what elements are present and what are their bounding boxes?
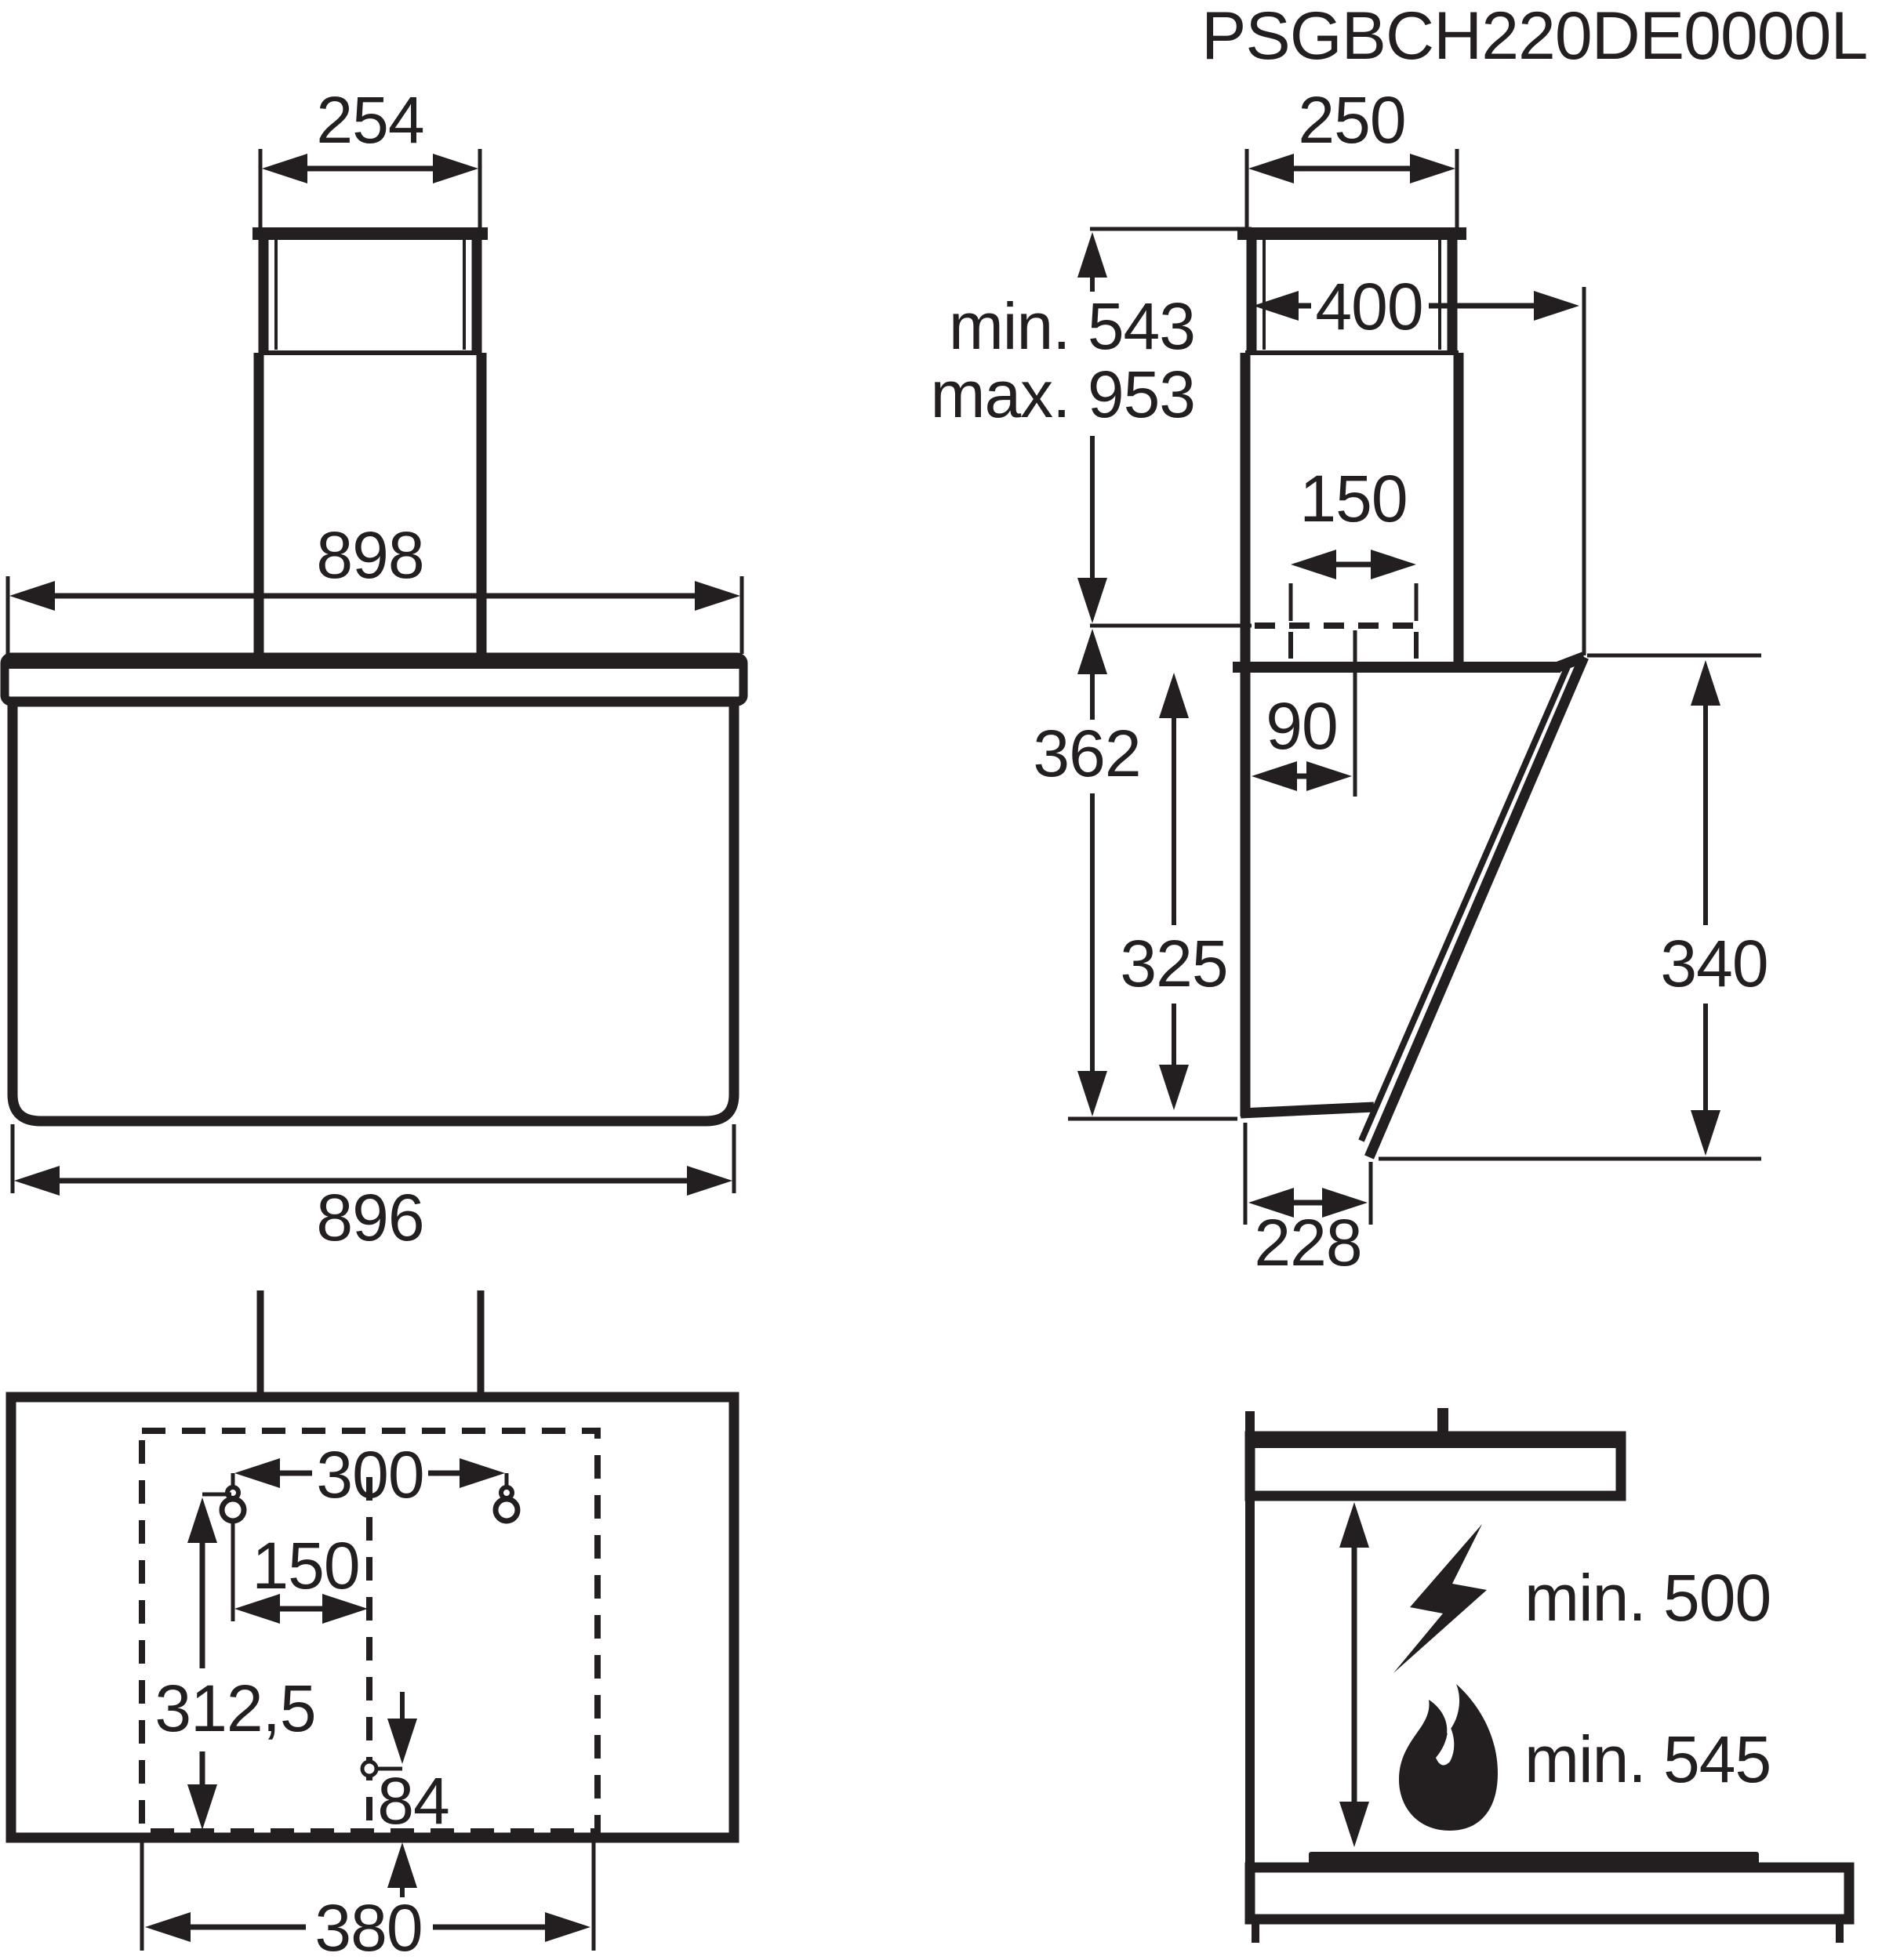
arrowhead <box>1371 550 1416 579</box>
dim-body-width: 896 <box>10 1124 736 1254</box>
arrowhead <box>1077 629 1107 674</box>
front-hood-body <box>0 652 748 1127</box>
arrowhead <box>14 1166 60 1196</box>
model-number-label: PSGBCH220DE0000L <box>1201 0 1867 74</box>
dim-template-width: 380 <box>140 1842 596 1960</box>
arrowhead <box>234 1594 280 1624</box>
glass-front-outer <box>1364 655 1589 1160</box>
arrowhead <box>1077 578 1107 623</box>
side-view: 250 min. 543 max. 953 4 <box>930 83 1768 1279</box>
front-chimney <box>253 227 488 659</box>
duct-width-label: 150 <box>1299 462 1407 535</box>
arrowhead <box>187 1784 217 1830</box>
template-dashed-area <box>139 1428 601 1835</box>
body-height-label: 325 <box>1120 927 1227 1000</box>
hood-silhouette <box>1244 1408 1626 1501</box>
dim-clearance-arrow <box>1339 1502 1369 1847</box>
keyhole-icon-left <box>219 1485 247 1524</box>
dim-bottom-depth: 228 <box>1243 1123 1373 1279</box>
arrowhead <box>1339 1502 1369 1548</box>
dim-rear-height: 362 <box>1033 629 1237 1121</box>
arrowhead <box>1248 154 1294 183</box>
dim-telescope-height: min. 543 max. 953 <box>930 227 1252 628</box>
front-view: 254 898 <box>0 83 748 1254</box>
duct-front-offset-label: 90 <box>1266 689 1337 763</box>
screw-spacing-label: 300 <box>316 1438 423 1512</box>
arrowhead <box>1159 1065 1189 1110</box>
arrowhead <box>1339 1802 1369 1847</box>
dim-screw-to-center: 150 <box>231 1523 368 1624</box>
telescope-max-label: max. 953 <box>930 358 1195 431</box>
arrowhead <box>1252 761 1297 791</box>
arrowhead <box>322 1594 368 1624</box>
flame-icon <box>1399 1684 1498 1831</box>
dim-duct-front-offset: 90 <box>1252 630 1357 797</box>
dim-body-height: 325 <box>1120 673 1229 1110</box>
arrowhead <box>433 154 478 183</box>
side-chimney <box>1237 227 1466 665</box>
arrowhead <box>1253 291 1299 321</box>
dim-vertical-span: 312,5 <box>154 1492 317 1830</box>
template-width-label: 380 <box>314 1891 422 1960</box>
arrowhead <box>1159 673 1189 718</box>
dim-lower-hole: 84 <box>360 1692 450 1897</box>
gas-clearance-label: min. 545 <box>1524 1722 1771 1796</box>
arrowhead <box>460 1458 505 1488</box>
lightning-icon <box>1393 1524 1487 1673</box>
arrowhead <box>187 1497 217 1543</box>
arrowhead <box>234 1458 280 1488</box>
rear-height-label: 362 <box>1033 717 1140 790</box>
arrowhead <box>145 1912 191 1942</box>
total-depth-label: 400 <box>1315 270 1422 343</box>
dim-chimney-depth: 250 <box>1244 83 1459 232</box>
arrowhead <box>1291 550 1336 579</box>
arrowhead <box>387 1842 417 1888</box>
dim-total-depth: 400 <box>1253 270 1586 655</box>
chimney-width-label: 254 <box>316 83 423 157</box>
arrowhead <box>1306 761 1352 791</box>
arrowhead <box>687 1166 732 1196</box>
arrowhead <box>262 154 307 183</box>
dim-screw-spacing: 300 <box>231 1438 509 1512</box>
electric-clearance-label: min. 500 <box>1524 1561 1771 1635</box>
body-width-label: 896 <box>316 1181 423 1254</box>
arrowhead <box>1077 232 1107 278</box>
bottom-depth-label: 228 <box>1254 1206 1361 1279</box>
side-hood-body <box>1233 652 1589 1160</box>
drawing-title: PSGBCH220DE0000L <box>1201 0 1868 74</box>
lower-hole-label: 84 <box>377 1764 449 1838</box>
screw-hole-icon <box>360 1759 379 1778</box>
dim-chimney-width: 254 <box>258 83 482 235</box>
arrowhead <box>1534 291 1579 321</box>
screw-to-center-label: 150 <box>252 1529 359 1602</box>
telescope-min-label: min. 543 <box>949 289 1195 363</box>
dim-duct-width: 150 <box>1255 462 1421 659</box>
arrowhead <box>9 581 55 611</box>
arrowhead <box>387 1719 417 1764</box>
mounting-template-view: 300 150 312,5 <box>5 1290 739 1960</box>
arrowhead <box>1248 1188 1294 1218</box>
glass-front-inner <box>1358 663 1571 1142</box>
hob-and-counter <box>1244 1852 1855 1943</box>
arrowhead <box>1691 660 1720 706</box>
chimney-depth-label: 250 <box>1298 83 1405 157</box>
keyhole-icon-right <box>492 1485 521 1524</box>
arrowhead <box>545 1912 590 1942</box>
dim-top-width: 898 <box>5 518 744 654</box>
glass-height-label: 340 <box>1660 927 1768 1000</box>
arrowhead <box>1322 1188 1368 1218</box>
vertical-span-label: 312,5 <box>154 1671 315 1745</box>
counter-outline <box>1244 1862 1855 1925</box>
dim-glass-height: 340 <box>1379 653 1769 1161</box>
arrowhead <box>1410 154 1455 183</box>
arrowhead <box>695 581 740 611</box>
top-width-label: 898 <box>316 518 423 592</box>
clearance-view: min. 500 min. 545 <box>1244 1408 1855 1943</box>
arrowhead <box>1077 1071 1107 1116</box>
arrowhead <box>1691 1110 1720 1156</box>
